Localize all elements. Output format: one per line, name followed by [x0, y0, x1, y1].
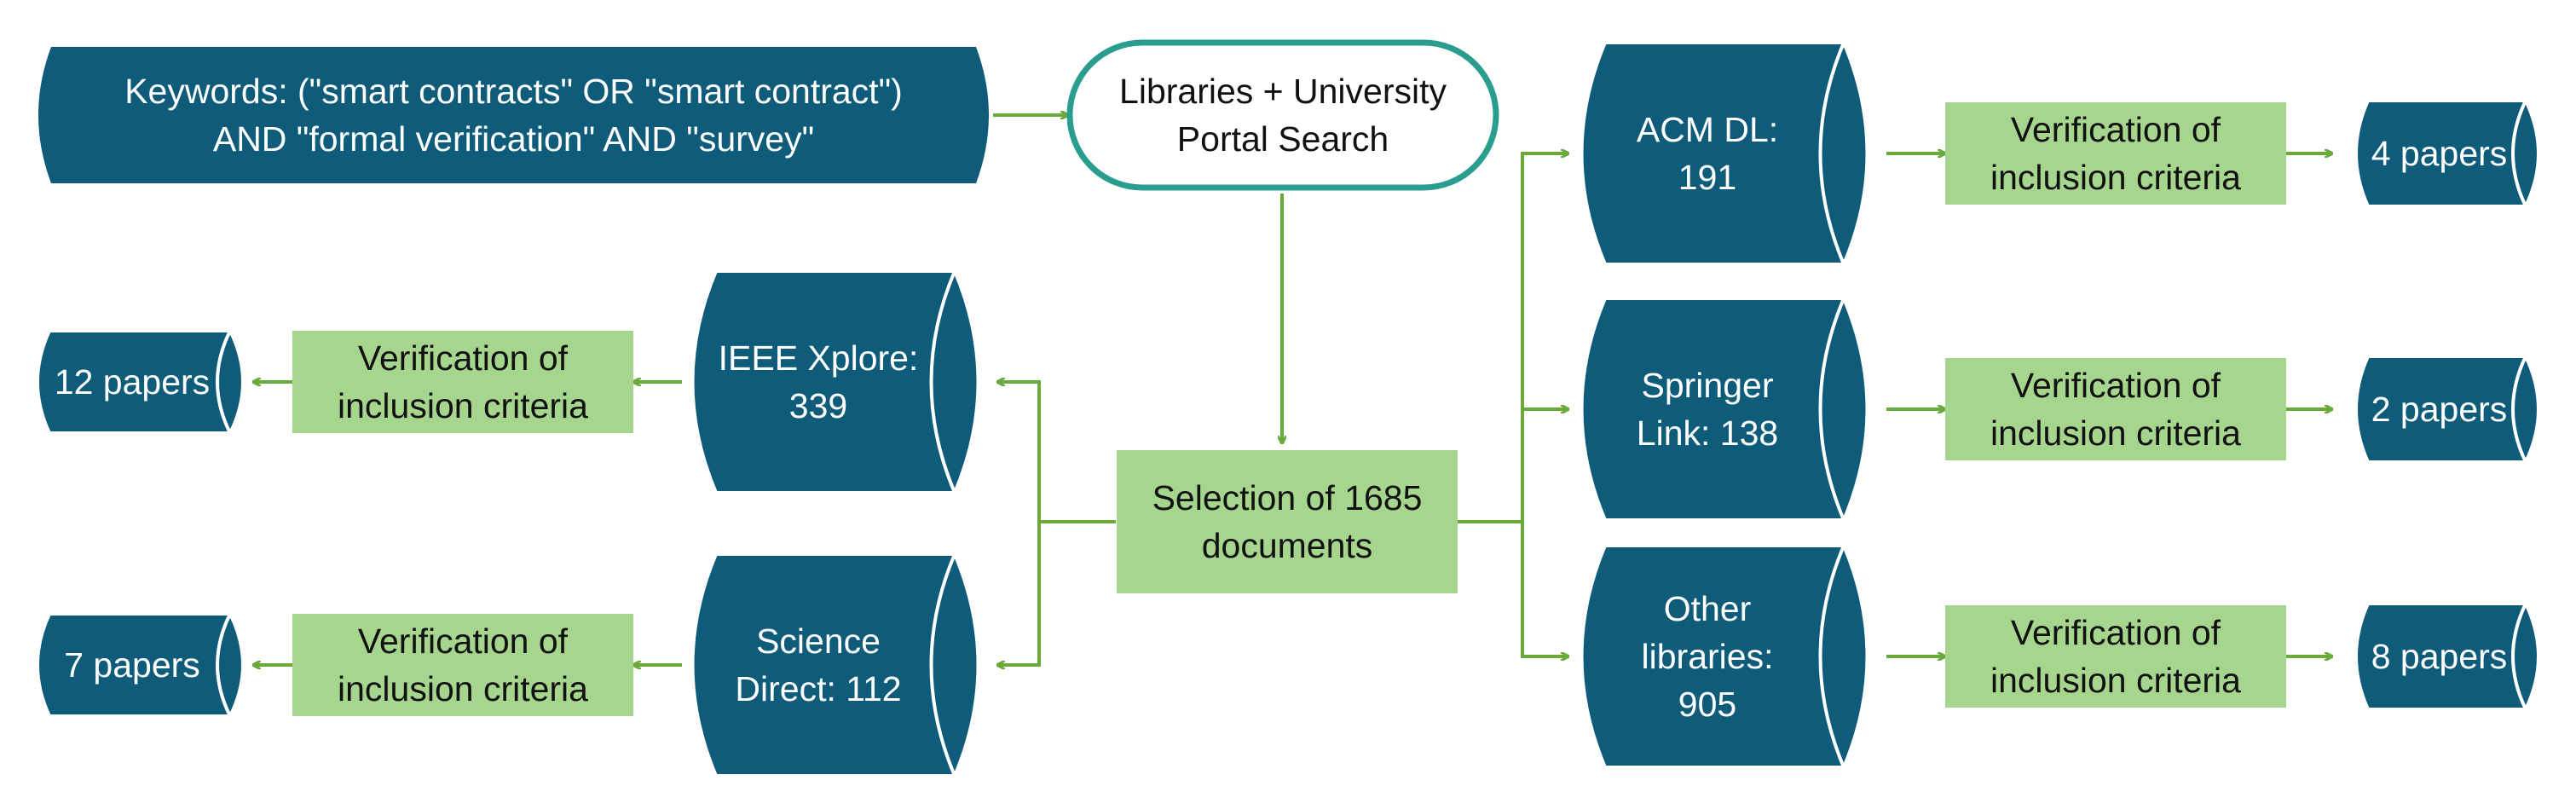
- verification-acm-line-2: inclusion criteria: [1990, 158, 2241, 197]
- springer-link-line-1: Springer: [1641, 366, 1774, 405]
- verification-label-science-direct: Verification of inclusion criteria: [292, 614, 633, 716]
- keywords-banner: [38, 47, 989, 183]
- keywords-label: Keywords: ("smart contracts" OR "smart c…: [51, 47, 976, 183]
- science-direct-storage-curve: [929, 553, 956, 777]
- verification-ieee-line-1: Verification of: [357, 338, 569, 378]
- science-direct-label: Science Direct: 112: [699, 554, 938, 776]
- springer-link-line-2: Link: 138: [1636, 413, 1779, 453]
- result-label-8-papers: 8 papers: [2353, 604, 2526, 709]
- search-label: Libraries + University Portal Search: [1070, 43, 1496, 188]
- springer-link-label: Springer Link: 138: [1588, 298, 1827, 520]
- arrow-selection-to-acm: [1458, 153, 1568, 523]
- verification-label-acm: Verification of inclusion criteria: [1945, 102, 2286, 205]
- result-label-7-papers: 7 papers: [34, 614, 230, 716]
- result-8-papers-curve: [2511, 603, 2527, 710]
- result-label-12-papers: 12 papers: [34, 331, 230, 433]
- verification-sd-line-1: Verification of: [357, 621, 569, 661]
- science-direct-line-2: Direct: 112: [735, 669, 902, 708]
- other-libraries-line-3: 905: [1678, 685, 1737, 724]
- verification-ieee-line-2: inclusion criteria: [338, 386, 588, 425]
- verification-box-science-direct: [292, 614, 633, 716]
- keywords-line-2: AND "formal verification" AND "survey": [212, 119, 815, 159]
- verification-acm-line-1: Verification of: [2010, 110, 2221, 149]
- acm-dl-label: ACM DL: 191: [1588, 43, 1827, 264]
- result-label-2-papers: 2 papers: [2353, 356, 2526, 462]
- other-libraries-line-1: Other: [1663, 589, 1752, 628]
- verification-box-springer: [1945, 358, 2286, 460]
- verification-label-ieee: Verification of inclusion criteria: [292, 331, 633, 433]
- other-libraries-storage-curve: [1818, 545, 1845, 768]
- result-12-papers-text: 12 papers: [54, 362, 211, 402]
- ieee-xplore-line-1: IEEE Xplore:: [718, 338, 919, 378]
- result-4-papers-curve: [2511, 100, 2527, 207]
- acm-dl-line-1: ACM DL:: [1636, 110, 1779, 149]
- verification-box-acm: [1945, 102, 2286, 205]
- verification-box-ieee: [292, 331, 633, 433]
- result-12-papers-curve: [216, 330, 232, 434]
- springer-link-storage-curve: [1818, 298, 1845, 521]
- keywords-line-1: Keywords: ("smart contracts" OR "smart c…: [124, 72, 903, 111]
- verification-label-other: Verification of inclusion criteria: [1945, 605, 2286, 708]
- arrow-selection-to-science-direct: [997, 522, 1041, 665]
- verification-sd-line-2: inclusion criteria: [338, 669, 588, 708]
- acm-dl-storage-curve: [1818, 42, 1845, 265]
- verification-other-line-2: inclusion criteria: [1990, 661, 2241, 700]
- verification-box-other: [1945, 605, 2286, 708]
- other-libraries-line-2: libraries:: [1641, 637, 1774, 676]
- verification-label-springer: Verification of inclusion criteria: [1945, 358, 2286, 460]
- result-4-papers-text: 4 papers: [2371, 134, 2508, 173]
- arrow-selection-to-ieee: [997, 382, 1116, 523]
- other-libraries-label: Other libraries: 905: [1588, 546, 1827, 767]
- selection-line-1: Selection of 1685: [1152, 478, 1423, 517]
- search-line-2: Portal Search: [1176, 119, 1389, 159]
- selection-box: [1117, 450, 1458, 593]
- result-2-papers-curve: [2511, 356, 2527, 463]
- result-2-papers-text: 2 papers: [2371, 390, 2508, 429]
- ieee-xplore-label: IEEE Xplore: 339: [699, 271, 938, 493]
- science-direct-line-1: Science: [756, 621, 881, 661]
- result-7-papers-curve: [216, 613, 232, 717]
- acm-dl-line-2: 191: [1678, 158, 1737, 197]
- search-terminator: [1066, 39, 1499, 191]
- arrow-selection-to-springer: [1521, 409, 1568, 522]
- verification-springer-line-2: inclusion criteria: [1990, 413, 2241, 453]
- ieee-xplore-storage-curve: [929, 270, 956, 494]
- result-8-papers-text: 8 papers: [2371, 637, 2508, 676]
- result-7-papers-text: 7 papers: [64, 645, 200, 685]
- verification-other-line-1: Verification of: [2010, 613, 2221, 652]
- result-label-4-papers: 4 papers: [2353, 101, 2526, 206]
- ieee-xplore-line-2: 339: [788, 386, 848, 425]
- selection-line-2: documents: [1201, 526, 1373, 565]
- arrow-selection-to-other: [1521, 522, 1568, 656]
- verification-springer-line-1: Verification of: [2010, 366, 2221, 405]
- selection-label: Selection of 1685 documents: [1117, 450, 1458, 593]
- search-line-1: Libraries + University: [1119, 72, 1447, 111]
